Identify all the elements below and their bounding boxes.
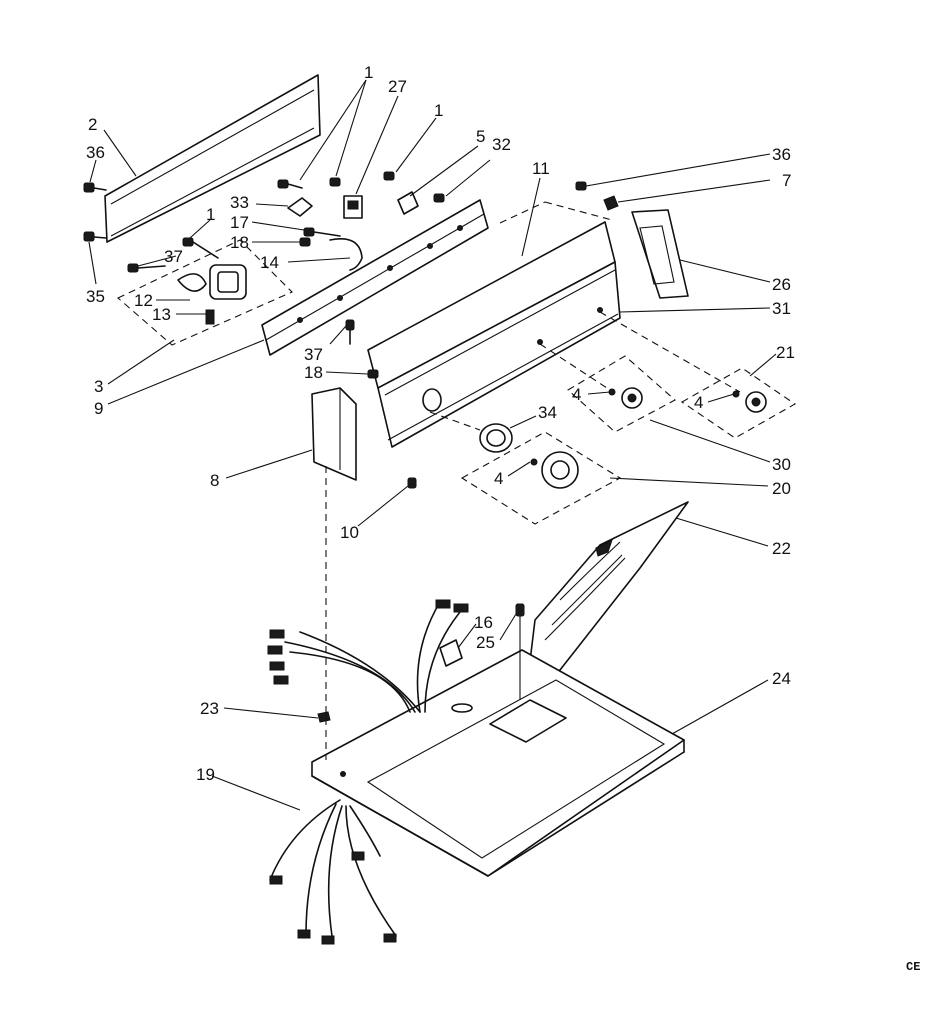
callout-27: 27 — [388, 77, 407, 96]
part-22-panel-overlay — [527, 501, 689, 679]
callout-4-30: 4 — [572, 385, 581, 404]
part-11-console — [367, 201, 621, 448]
callout-30: 30 — [772, 455, 791, 474]
callout-31: 31 — [772, 299, 791, 318]
screw-1-top-left — [277, 179, 303, 189]
callout-labels: 1 1 1 2 3 4 4 4 5 7 8 9 10 11 12 13 14 1… — [86, 63, 920, 974]
callout-4-20: 4 — [494, 469, 503, 488]
callout-34: 34 — [538, 403, 557, 422]
part-30-knob-group — [567, 355, 676, 433]
callout-13: 13 — [152, 305, 171, 324]
callout-36-left: 36 — [86, 143, 105, 162]
callout-12: 12 — [134, 291, 153, 310]
callout-11: 11 — [532, 159, 550, 178]
callout-26: 26 — [772, 275, 791, 294]
callout-1-top: 1 — [364, 63, 373, 82]
screw-37-lower — [345, 319, 355, 345]
screw-35 — [83, 231, 107, 242]
part-17-connector — [303, 227, 341, 237]
callout-1-right: 1 — [434, 101, 443, 120]
callout-16: 16 — [474, 613, 493, 632]
callout-2: 2 — [88, 115, 97, 134]
callout-35: 35 — [86, 287, 105, 306]
callout-36-right: 36 — [772, 145, 791, 164]
part-33-clip — [287, 197, 313, 217]
callout-21: 21 — [776, 343, 795, 362]
callout-24: 24 — [772, 669, 791, 688]
part-25-screw — [515, 603, 525, 700]
callout-18-upper: 18 — [230, 233, 249, 252]
part-8-end-cap — [311, 387, 357, 481]
callout-8: 8 — [210, 471, 219, 490]
part-18-screw-upper — [299, 237, 311, 247]
part-34-bezel — [479, 423, 513, 453]
callout-32: 32 — [492, 135, 511, 154]
part-20-knob-group — [460, 431, 622, 525]
part-5-bracket-small — [397, 191, 419, 215]
corner-code: CE — [906, 960, 920, 974]
callout-37-lower: 37 — [304, 345, 323, 364]
screw-1-top-right — [383, 171, 395, 181]
callout-18-lower: 18 — [304, 363, 323, 382]
part-14-wire — [329, 238, 363, 271]
wire-harness-lower — [269, 799, 397, 945]
part-27-switch — [343, 195, 363, 219]
screw-1-top-mid — [329, 177, 341, 187]
part-2-panel — [104, 74, 321, 243]
callout-14: 14 — [260, 253, 279, 272]
part-16-clip — [439, 639, 463, 667]
callout-17: 17 — [230, 213, 249, 232]
callout-5: 5 — [476, 127, 485, 146]
screw-32 — [433, 193, 445, 203]
part-21-knob-group — [680, 367, 797, 439]
part-9-bracket — [261, 199, 489, 356]
callout-33: 33 — [230, 193, 249, 212]
callout-7: 7 — [782, 171, 791, 190]
part-23-clip — [317, 711, 331, 723]
callout-37-upper: 37 — [164, 247, 183, 266]
callout-25: 25 — [476, 633, 495, 652]
callout-22: 22 — [772, 539, 791, 558]
callout-20: 20 — [772, 479, 791, 498]
callout-4-21: 4 — [694, 393, 703, 412]
callout-3: 3 — [94, 377, 103, 396]
leader-lines — [88, 79, 777, 811]
screw-36-left — [83, 182, 107, 193]
callout-23: 23 — [200, 699, 219, 718]
part-18-screw-lower — [367, 369, 379, 379]
part-26-end-bracket — [631, 209, 689, 299]
wire-harness-upper — [267, 599, 469, 713]
callout-10: 10 — [340, 523, 359, 542]
part-7-clip — [603, 195, 619, 211]
callout-1-left: 1 — [206, 205, 215, 224]
part-24-top-cover — [311, 649, 685, 877]
callout-9: 9 — [94, 399, 103, 418]
part-10-screw — [407, 477, 417, 489]
screw-36-right — [575, 181, 587, 191]
part-3-assembly — [117, 237, 293, 346]
callout-19: 19 — [196, 765, 215, 784]
